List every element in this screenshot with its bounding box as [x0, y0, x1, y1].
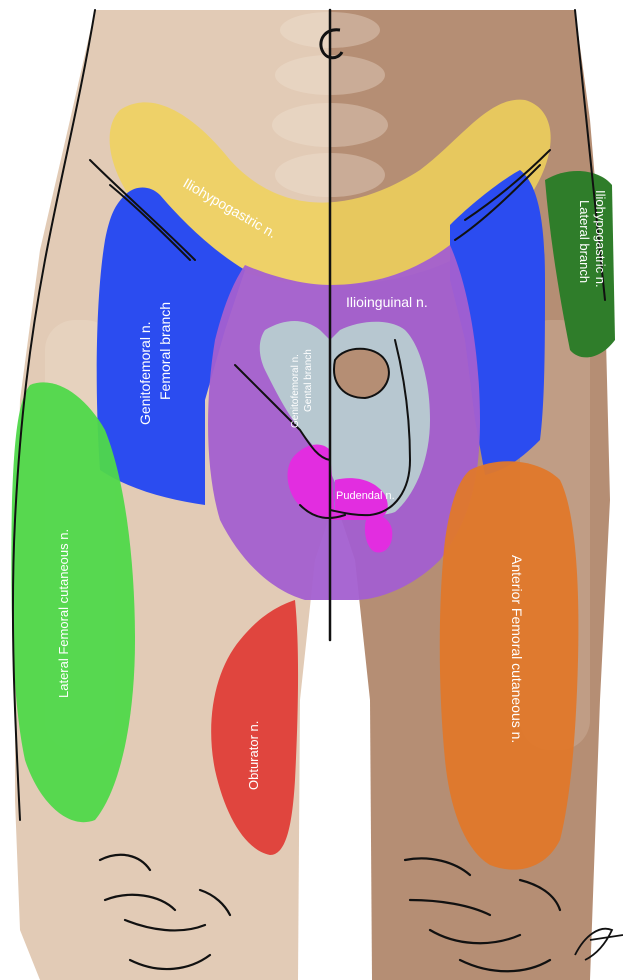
label-obturator: Obturator n. [246, 721, 261, 790]
scrotum-outline [334, 349, 389, 398]
label-pudendal: Pudendal n. [336, 490, 395, 502]
label-genitofemoral-femoral-line1: Genitofemoral n. [137, 322, 153, 426]
label-genitofemoral-femoral-line2: Femoral branch [157, 302, 173, 400]
label-anterior-femoral-cutaneous: Anterior Femoral cutaneous n. [509, 555, 525, 743]
label-genitofemoral-genital-line2: Gental branch [303, 349, 314, 412]
label-iliohypogastric-lateral-line1: Iliohypogastric n. [593, 190, 608, 288]
label-genitofemoral-genital-line1: Genitofemoral n. [290, 354, 301, 428]
label-iliohypogastric-lateral-line2: Lateral branch [577, 200, 592, 283]
label-ilioinguinal: Ilioinguinal n. [346, 294, 428, 310]
label-lateral-femoral-cutaneous: Lateral Femoral cutaneous n. [56, 529, 71, 698]
